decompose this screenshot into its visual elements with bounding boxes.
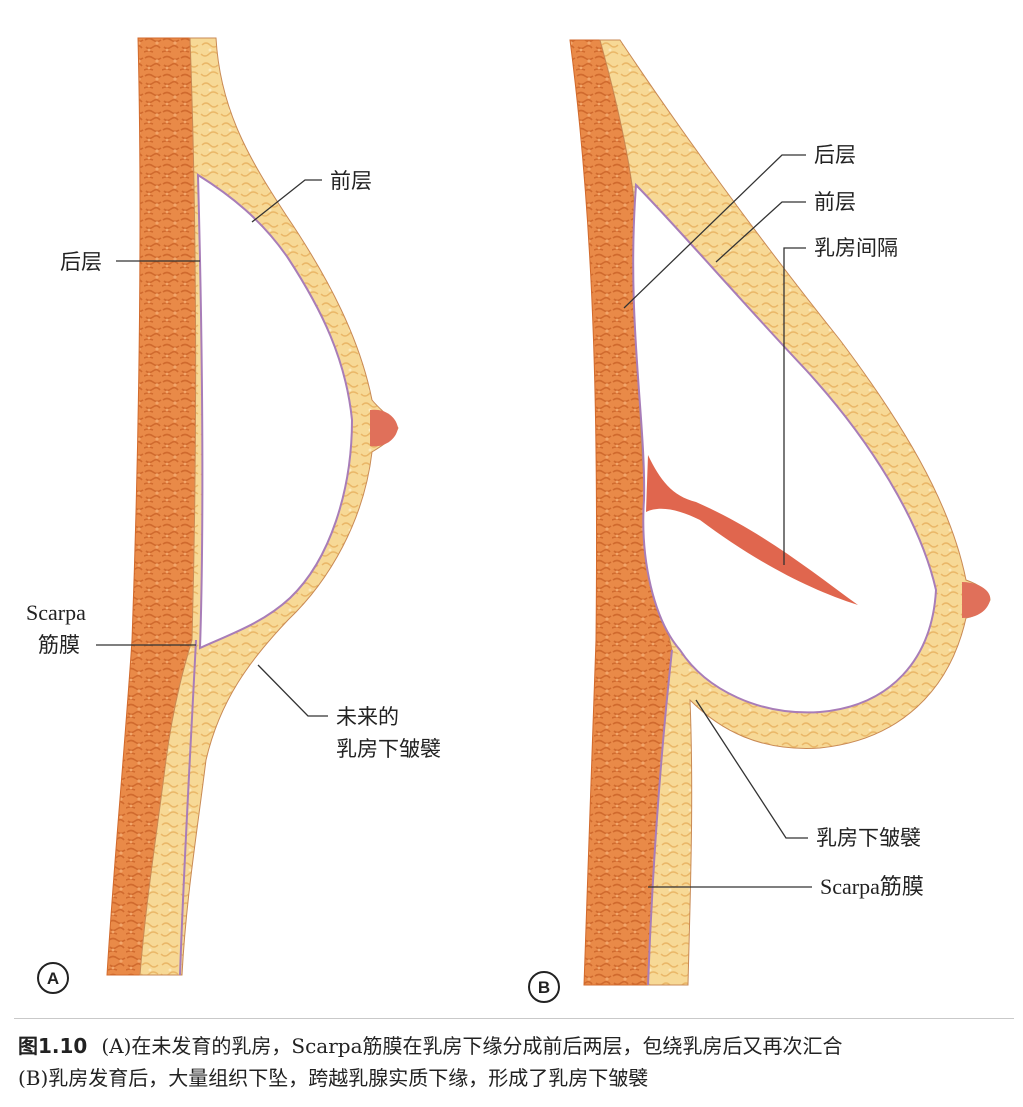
panel-b-label-scarpa-fascia: Scarpa筋膜 xyxy=(820,874,924,899)
panel-b-label-anterior-layer: 前层 xyxy=(814,190,856,214)
panel-b-label-posterior-layer: 后层 xyxy=(814,143,856,167)
panel-a-gland-space xyxy=(198,175,352,648)
panel-a-letter: A xyxy=(47,969,59,988)
panel-a-label-posterior-layer: 后层 xyxy=(60,250,102,274)
panel-a-label-scarpa-line1: Scarpa xyxy=(26,600,86,625)
panel-b-nipple xyxy=(962,582,990,618)
figure-number: 图1.10 xyxy=(18,1034,87,1058)
panel-a-label-future-fold-line2: 乳房下皱襞 xyxy=(336,737,441,761)
panel-b-label-inframammary-fold: 乳房下皱襞 xyxy=(816,826,921,850)
caption-text-2: (B)乳房发育后，大量组织下坠，跨越乳腺实质下缘，形成了乳房下皱襞 xyxy=(18,1066,648,1090)
panel-a-leader-future-fold xyxy=(258,665,328,716)
panel-a-label-anterior-layer: 前层 xyxy=(330,169,372,193)
panel-a-label-scarpa-line2: 筋膜 xyxy=(38,633,80,657)
panel-a-nipple xyxy=(370,410,398,447)
caption-line-2: (B)乳房发育后，大量组织下坠，跨越乳腺实质下缘，形成了乳房下皱襞 xyxy=(18,1062,1018,1094)
panel-b-letter: B xyxy=(538,978,550,997)
panel-a-label-future-fold-line1: 未来的 xyxy=(336,705,399,729)
panel-b-label-septum: 乳房间隔 xyxy=(814,236,898,260)
panel-a: 前层 后层 Scarpa 筋膜 未来的 乳房下皱襞 A xyxy=(26,38,441,993)
figure-caption: 图1.10 (A)在未发育的乳房，Scarpa筋膜在乳房下缘分成前后两层，包绕乳房… xyxy=(18,1030,1018,1094)
caption-text-1: (A)在未发育的乳房，Scarpa筋膜在乳房下缘分成前后两层，包绕乳房后又再次汇… xyxy=(101,1034,842,1058)
panel-b: 后层 前层 乳房间隔 乳房下皱襞 Scarpa筋膜 B xyxy=(529,40,990,1002)
breast-fascia-diagram: 前层 后层 Scarpa 筋膜 未来的 乳房下皱襞 A 后层 前层 乳房间隔 乳… xyxy=(0,0,1023,1020)
caption-divider xyxy=(14,1018,1014,1019)
caption-line-1: 图1.10 (A)在未发育的乳房，Scarpa筋膜在乳房下缘分成前后两层，包绕乳房… xyxy=(18,1030,1018,1062)
